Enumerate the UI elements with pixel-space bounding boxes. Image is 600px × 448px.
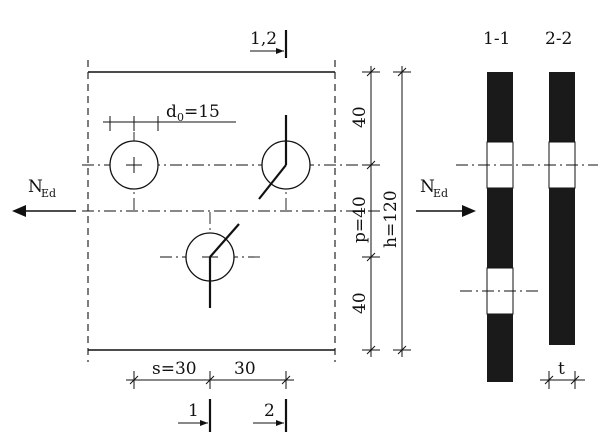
- d0-label-value: =15: [184, 102, 220, 122]
- failure-path-lines: [208, 115, 288, 308]
- section-view-22: [548, 72, 576, 345]
- section-label-1: 1: [188, 401, 199, 421]
- section-marker-bottom-1: [178, 399, 212, 432]
- dim-30-label: 30: [234, 359, 256, 379]
- force-right-sub: Ed: [433, 187, 448, 200]
- thickness-dimension: [540, 371, 585, 389]
- dim-40-top-label: 40: [350, 106, 370, 128]
- section-marker-top: [250, 30, 288, 58]
- force-left-sub: Ed: [41, 187, 56, 200]
- force-left-base: N: [28, 177, 43, 197]
- section-center-lines: [456, 164, 598, 292]
- dim-h-label: h=120: [381, 190, 401, 248]
- section-label-2: 2: [264, 401, 275, 421]
- vertical-dimensions: [362, 66, 411, 357]
- dim-s-label: s=30: [152, 359, 197, 379]
- dim-40-bottom-label: 40: [350, 292, 370, 314]
- d0-dimension: [103, 116, 236, 131]
- d0-label-sub: 0: [177, 111, 184, 124]
- bottom-dimension: [126, 371, 294, 389]
- force-right-base: N: [420, 177, 435, 197]
- dim-p-label: p=40: [350, 196, 370, 243]
- section-marker-bottom-2: [253, 399, 288, 432]
- section-view-11: [486, 72, 514, 382]
- section-view-11-label: 1-1: [483, 29, 510, 49]
- force-arrow-left: [12, 205, 76, 217]
- thickness-label: t: [558, 359, 565, 379]
- d0-label-base: d: [166, 102, 177, 122]
- section-view-22-label: 2-2: [545, 29, 572, 49]
- section-label-12: 1,2: [250, 29, 277, 49]
- force-arrow-right: [416, 205, 476, 217]
